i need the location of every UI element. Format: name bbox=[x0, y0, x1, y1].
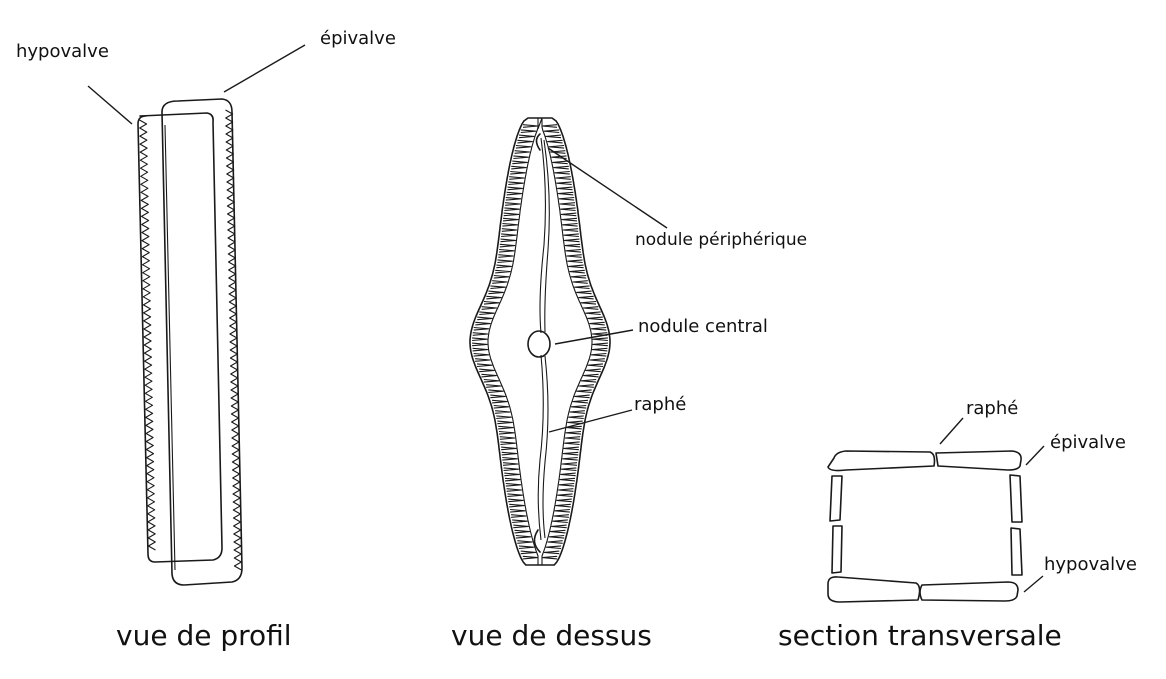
peripheral-nodule-bottom bbox=[533, 529, 541, 553]
valve-outer-outline bbox=[469, 117, 611, 566]
label-nodule-central: nodule central bbox=[638, 316, 768, 337]
raphe-leader bbox=[548, 409, 633, 433]
epivalve-right-half bbox=[935, 450, 1022, 471]
peripheral-nodule-top bbox=[535, 133, 541, 151]
epivalve-leader-line bbox=[223, 44, 306, 93]
hypovalve-right-half bbox=[919, 581, 1019, 602]
hypovalve-leader-line bbox=[87, 85, 133, 125]
caption-dessus: vue de dessus bbox=[451, 619, 652, 652]
caption-section: section transversale bbox=[778, 619, 1062, 652]
epivalve-outline bbox=[161, 98, 243, 586]
label-epivalve-section: épivalve bbox=[1050, 432, 1126, 453]
central-nodule bbox=[527, 330, 551, 358]
caption-profil: vue de profil bbox=[116, 619, 292, 652]
label-hypovalve-profile: hypovalve bbox=[16, 41, 109, 62]
hypovalve-left-half bbox=[827, 576, 921, 603]
hypovalve-section-leader bbox=[1023, 575, 1044, 593]
girdle-band-right-top bbox=[1009, 474, 1023, 523]
nodule-peripherique-leader bbox=[547, 147, 668, 229]
label-epivalve-profile: épivalve bbox=[320, 28, 396, 49]
girdle-band-left-bottom bbox=[831, 525, 843, 574]
hypovalve-outline bbox=[137, 112, 223, 563]
epivalve-left-half bbox=[827, 450, 936, 472]
label-raphe-section: raphé bbox=[966, 398, 1019, 419]
epivalve-striae bbox=[225, 109, 242, 571]
raphe-line-2 bbox=[542, 139, 550, 539]
label-raphe-top: raphé bbox=[634, 394, 687, 415]
girdle-band-right-bottom bbox=[1010, 527, 1023, 576]
label-nodule-peripherique: nodule périphérique bbox=[635, 230, 808, 250]
epivalve-inner-line bbox=[164, 124, 176, 571]
raphe-line bbox=[537, 137, 547, 541]
raphe-section-leader bbox=[939, 417, 964, 445]
epivalve-section-leader bbox=[1025, 445, 1045, 466]
valve-striae bbox=[472, 124, 608, 560]
profile-view-figure bbox=[87, 44, 306, 586]
girdle-band-left-top bbox=[829, 475, 843, 522]
label-hypovalve-section: hypovalve bbox=[1044, 554, 1137, 575]
nodule-central-leader bbox=[554, 329, 634, 345]
hypovalve-striae bbox=[139, 119, 156, 551]
valve-inner-outline bbox=[487, 117, 593, 566]
cross-section-figure bbox=[827, 417, 1045, 603]
top-view-figure bbox=[469, 117, 668, 566]
